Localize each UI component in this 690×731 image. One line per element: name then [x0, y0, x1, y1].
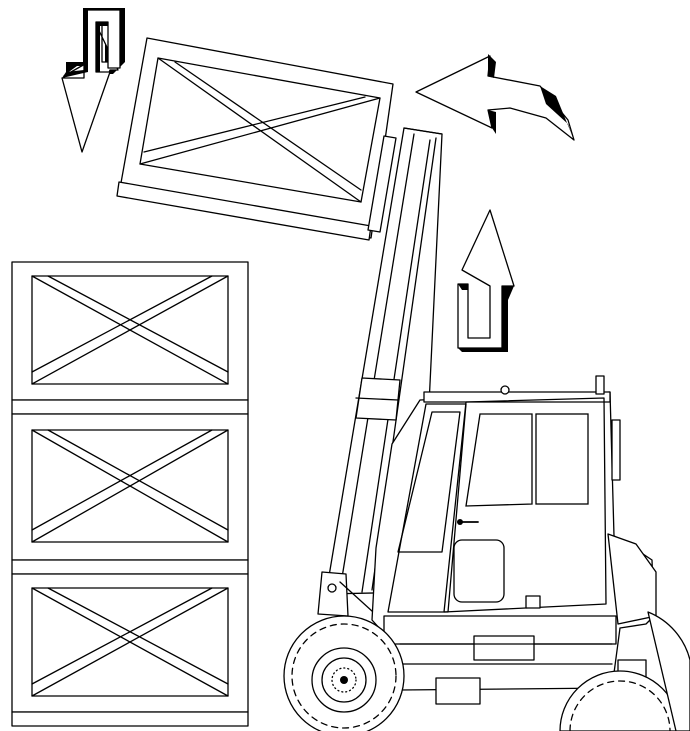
curved-arrow-left-icon — [415, 54, 575, 141]
crate-middle — [11, 413, 249, 575]
lifted-crate — [116, 37, 394, 241]
arrow-up-icon — [457, 209, 515, 352]
rear-wheel — [559, 611, 690, 731]
arrow-down-icon — [61, 8, 125, 153]
crate-stack — [11, 261, 249, 727]
crate-top — [11, 261, 249, 415]
front-wheel — [283, 615, 405, 731]
crate-bottom — [11, 573, 249, 727]
forklift-body — [371, 375, 657, 705]
